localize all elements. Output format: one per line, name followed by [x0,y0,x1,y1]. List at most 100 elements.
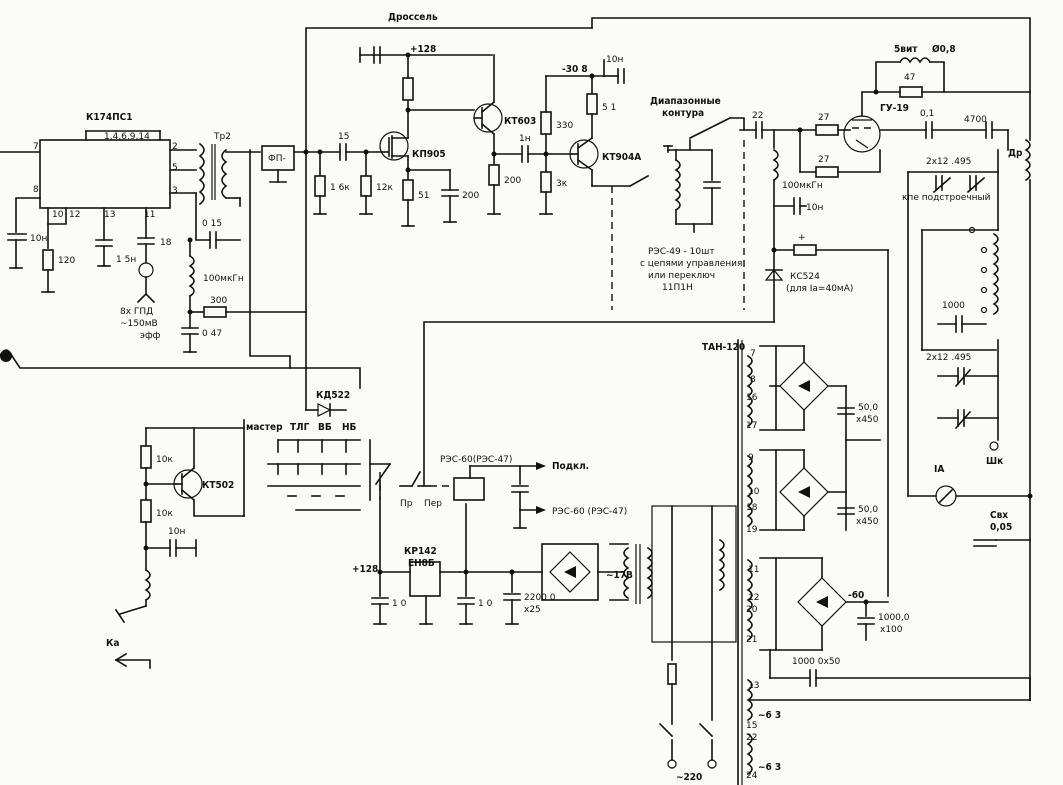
resistor-label: 47 [904,73,915,83]
transistor-label: КТ502 [202,480,234,491]
resistor-label: 27 [818,155,829,165]
choke-label: 100мкГн [203,274,244,284]
supply-label: -30 8 [562,64,588,75]
winding-label: 8 [750,375,756,385]
cap-label: 0 15 [202,219,222,229]
diode-label: (для Iа=40мА) [786,284,853,294]
winding-label: 20 [746,605,758,615]
vfo-level-unit: эфф [140,331,161,341]
relay-label: РЭС-60(РЭС-47) [440,455,512,465]
tube-gu19 [843,115,881,153]
heater-voltage: ~6 3 [758,762,781,773]
cap-label: 1 5н [116,255,136,265]
cap-label: 4700 [964,115,987,125]
relay-note: РЭС-49 - 10шт [648,247,715,257]
vfo-level: ~150мВ [120,319,158,329]
cap-label: Свх [990,510,1008,521]
resistor-label: 3к [556,179,568,189]
switch-position: НБ [342,422,357,433]
winding-label: 12 [748,593,759,603]
cap-label: 1000 0х50 [792,657,841,667]
resistor-label: 300 [210,296,227,306]
tube-section: 27 27 100мкГн 10н + КС524 (для Iа=40мА) [423,43,1033,701]
bjt-kt904a [569,139,599,169]
resistor-label: 10к [156,455,173,465]
cap-label: 2200 0 [524,593,556,603]
resistor-label: 10к [156,509,173,519]
mains-section: ~220 [651,505,737,783]
mains-label: ~220 [676,772,702,783]
resistor-label: 27 [818,113,829,123]
choke-label: 100мкГн [782,181,823,191]
cap-label: 0 47 [202,329,222,339]
cap-label: 22 [752,111,763,121]
fet-kp905 [379,131,409,161]
amplifier-section: ФП- Дроссель 1 6к 15 12к КП905 [261,12,1031,313]
switch-label: Пер [424,499,442,509]
cap-label: 50,0 [858,505,878,515]
supply-label: +128 [410,44,436,55]
cap-label: 1000 [942,301,965,311]
ac-voltage-label: ~17В [606,570,633,581]
relay-label: РЭС-60 (РЭС-47) [552,507,627,517]
relay-res60 [453,477,485,501]
pin-label: 7 [33,142,39,152]
cap-label: х450 [856,517,879,527]
cap-label: 2х12 .495 [926,157,971,167]
cap-label: 1н [519,134,531,144]
winding-label: 13 [748,681,759,691]
winding-label: 21 [746,635,757,645]
resistor-label: 120 [58,256,75,266]
cap-label: 2х12 .495 [926,353,971,363]
polarity-mark: + [798,233,806,243]
meter-label: IА [934,464,944,475]
filter-label: ФП- [268,154,286,164]
regulator-kr142 [409,561,441,597]
cap-label: 200 [462,191,479,201]
winding-label: 11 [748,565,759,575]
relay-note: или переключ [648,271,715,281]
winding-label: 7 [750,349,756,359]
contour-label: контура [662,108,704,119]
drossel-label: Дроссель [388,12,438,23]
pin-label: 13 [104,210,115,220]
heater-voltage: ~6 3 [758,710,781,721]
cap-label: 50,0 [858,403,878,413]
transistor-label: КП905 [412,149,446,160]
pin-label: 11 [144,210,155,220]
pin-label: 12 [69,210,80,220]
cap-label: 10н [806,203,823,213]
cap-label: 10н [606,55,623,65]
transformer-label: ТАН-120 [702,342,745,353]
transistor-label: КТ904А [602,152,641,163]
cap-label: 18 [160,238,172,248]
cap-label: 0,1 [920,109,934,119]
cap-label: 10н [30,234,47,244]
mode-switch-section: КД522 мастер ТЛГ ВБ НБ 10к [0,149,392,669]
diode-label: КС524 [790,272,820,282]
transistor-label: КТ603 [504,116,536,127]
winding-label: 19 [746,525,758,535]
winding-label: 15 [746,721,757,731]
supply-label: +128 [352,564,378,575]
power-supply-section: ТАН-120 7 8 16 17 9 10 18 19 11 12 20 21… [702,339,1031,785]
coil-label: 5вит [894,44,918,55]
regulator-label: ЕН8Б [408,558,435,569]
cap-label: 0,05 [990,522,1012,533]
pin-label: 2 [172,142,178,152]
low-voltage-supply: ~17В 2200 0 х25 КР142 ЕН8Б 1 0 1 0 +128 [352,455,653,625]
supply-label: -60 [848,590,864,601]
connection-label: Подкл. [552,461,589,472]
ic-gnd-pins: 1,4,6,9,14 [104,132,150,142]
pin-label: 5 [172,163,178,173]
cap-label: кпе подстроечный [902,193,991,203]
resistor-label: 200 [504,176,521,186]
diode-kd522 [317,403,332,417]
winding-label: 18 [746,503,758,513]
cap-label: 10н [168,527,185,537]
transformer-label: Тр2 [213,132,231,142]
resistor-label: 1 6к [330,183,350,193]
tube-label: ГУ-19 [880,103,909,114]
jack-label: Шк [986,456,1003,467]
